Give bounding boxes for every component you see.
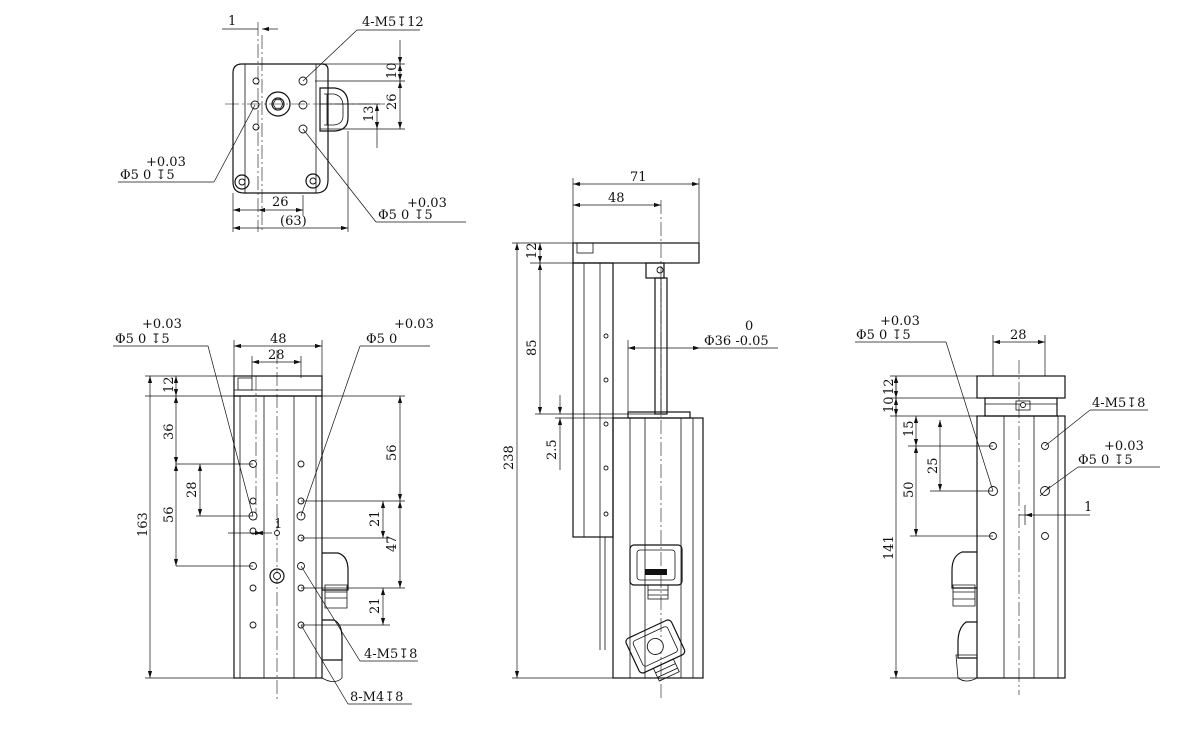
front-dim-163: 163 [136, 512, 151, 537]
front-view: 48 28 12 36 28 56 163 1 [113, 317, 434, 705]
top-pin-callout-left: Φ5 0 ↧5 [120, 168, 175, 183]
right-dim-28: 28 [1010, 328, 1027, 343]
front-pin-tol-left: +0.03 [142, 317, 182, 332]
side-dim-48: 48 [608, 191, 625, 206]
front-dim-28-v: 28 [185, 481, 200, 498]
right-view: 28 12 10 15 25 50 141 1 +0.03 Φ5 0 ↧5 [855, 314, 1160, 695]
front-thread-m5: 4-M5↧8 [364, 647, 417, 662]
front-dim-21-b: 21 [368, 597, 383, 614]
side-rod-tol-upper: 0 [745, 319, 753, 334]
side-view: 71 48 12 85 238 2.5 0 Φ36 -0.05 [502, 170, 778, 700]
front-dim-12: 12 [162, 376, 177, 393]
right-dim-1: 1 [1084, 500, 1092, 515]
top-dim-10: 10 [385, 62, 400, 79]
front-dim-47: 47 [385, 535, 400, 552]
right-pin-callout: Φ5 0 ↧5 [856, 328, 911, 343]
right-dim-12: 12 [882, 378, 897, 395]
right-thread-callout: 4-M5↧8 [1092, 396, 1145, 411]
front-dim-1: 1 [274, 517, 282, 532]
side-dim-71: 71 [630, 170, 647, 185]
top-pin-callout-right: Φ5 0 ↧5 [378, 208, 433, 223]
side-dim-12: 12 [525, 242, 540, 259]
right-dim-15: 15 [902, 420, 917, 437]
right-dim-50: 50 [902, 481, 917, 498]
top-dim-13: 13 [362, 105, 377, 122]
top-pin-tol-left: +0.03 [146, 155, 186, 170]
side-dim-238: 238 [502, 445, 517, 470]
right-dim-25: 25 [926, 457, 941, 474]
top-view: 1 10 26 13 4-M5↧12 +0.03 Φ5 0 ↧5 +0.03 Φ… [118, 14, 466, 232]
front-pin-callout-right: Φ5 0 [366, 332, 397, 347]
top-pin-tol-right: +0.03 [407, 196, 447, 211]
front-dim-21-a: 21 [368, 510, 383, 527]
front-dim-56-right: 56 [385, 444, 400, 461]
front-thread-m4: 8-M4↧8 [350, 690, 403, 705]
right-pin-tol-right: +0.03 [1104, 439, 1144, 454]
side-dim-2-5: 2.5 [545, 439, 560, 460]
top-dim-26-v: 26 [385, 93, 400, 110]
top-dim-26-h: 26 [272, 195, 289, 210]
right-dim-10: 10 [882, 396, 897, 413]
side-rod-callout: Φ36 -0.05 [704, 334, 769, 349]
top-dim-63: (63) [280, 214, 307, 229]
right-pin-tol: +0.03 [880, 314, 920, 329]
front-pin-callout-left: Φ5 0 ↧5 [115, 332, 170, 347]
side-dim-85: 85 [525, 339, 540, 356]
top-thread-callout: 4-M5↧12 [362, 15, 424, 30]
front-dim-36: 36 [162, 423, 177, 440]
front-pin-tol-right: +0.03 [394, 317, 434, 332]
front-dim-48: 48 [270, 332, 287, 347]
front-dim-56-left: 56 [162, 506, 177, 523]
right-pin-callout-right: Φ5 0 ↧5 [1078, 453, 1133, 468]
top-dim-offset: 1 [228, 14, 236, 29]
front-dim-28: 28 [268, 348, 285, 363]
right-dim-141: 141 [882, 535, 897, 560]
